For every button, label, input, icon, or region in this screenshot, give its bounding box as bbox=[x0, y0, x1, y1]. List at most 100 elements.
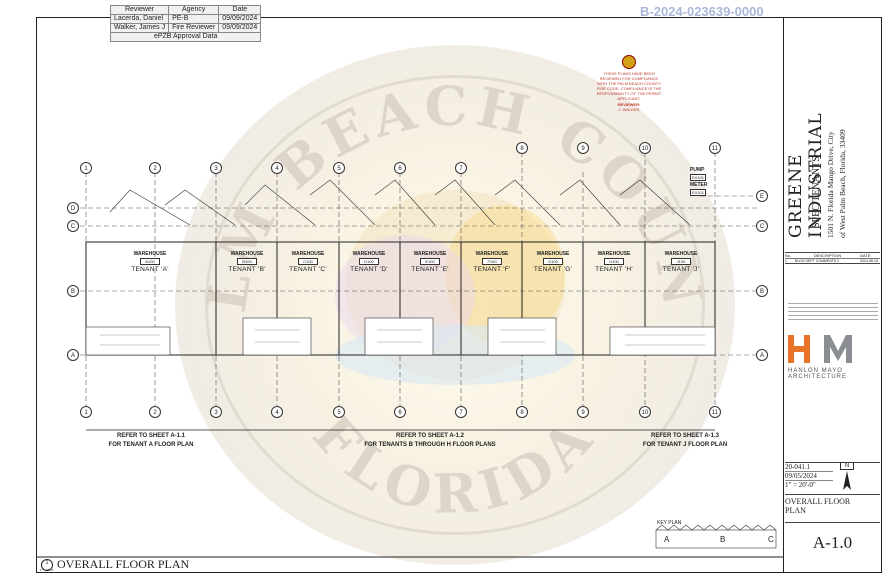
permit-number: B-2024-023639-0000 bbox=[640, 4, 764, 19]
tenant-a: WAREHOUSE A100 TENANT 'A' bbox=[125, 251, 175, 273]
tenant-j: WAREHOUSE J100 TENANT 'J' bbox=[656, 251, 706, 273]
project-address-line1: 1501 N. Florida Mango Drive, City bbox=[826, 131, 835, 238]
tenant-label: TENANT 'H' bbox=[595, 266, 633, 273]
grid-column-bubble: 10 bbox=[639, 142, 651, 154]
refer-line: FOR TENANT A FLOOR PLAN bbox=[108, 442, 194, 448]
drawing-number-bubble: 1 bbox=[41, 559, 53, 571]
hm-logo-icon bbox=[788, 335, 852, 363]
sheet-number: A-1.0 bbox=[812, 533, 853, 552]
grid-row-bubble: B bbox=[67, 285, 79, 297]
tenant-h: WAREHOUSE H100 TENANT 'H' bbox=[589, 251, 639, 273]
key-plan-b: B bbox=[720, 535, 726, 544]
stamp-reviewer-label: REVIEWER: bbox=[617, 102, 641, 107]
grid-column-bubble: 5 bbox=[333, 162, 345, 174]
tenant-label: TENANT 'J' bbox=[662, 266, 700, 273]
refer-line: REFER TO SHEET A-1.1 bbox=[116, 433, 185, 439]
grid-column-bubble: 4 bbox=[271, 162, 283, 174]
tenant-c: WAREHOUSE C100 TENANT 'C' bbox=[283, 251, 333, 273]
meter-label: METER bbox=[690, 182, 708, 188]
tenant-space-title: WAREHOUSE bbox=[413, 251, 447, 257]
refer-note-j: REFER TO SHEET A-1.3 FOR TENANT J FLOOR … bbox=[640, 433, 730, 448]
grid-column-bubble: 1 bbox=[80, 162, 92, 174]
project-subtitle: SPEC TENANTS bbox=[811, 156, 822, 228]
grid-row-bubble: A bbox=[756, 349, 768, 361]
refer-line: REFER TO SHEET A-1.3 bbox=[650, 433, 719, 439]
tenant-space-title: WAREHOUSE bbox=[133, 251, 167, 257]
tenant-room-tag: J100 bbox=[671, 258, 691, 265]
tenant-label: TENANT 'A' bbox=[131, 266, 169, 273]
sheet-title: OVERALL FLOOR PLAN bbox=[785, 497, 851, 515]
tenant-d: WAREHOUSE D100 TENANT 'D' bbox=[344, 251, 394, 273]
grid-row-bubble: A bbox=[67, 349, 79, 361]
tenant-room-tag: E100 bbox=[420, 258, 440, 265]
grid-column-bubble: 3 bbox=[210, 162, 222, 174]
tenant-label: TENANT 'B' bbox=[228, 266, 266, 273]
rev-cell: 2024-08-19 bbox=[860, 259, 878, 263]
tenant-space-title: WAREHOUSE bbox=[536, 251, 570, 257]
tenant-f: WAREHOUSE F100 TENANT 'F' bbox=[467, 251, 517, 273]
revision-table: No. DESCRIPTION DATE 1 BLDG DEPT COMMENT… bbox=[785, 252, 880, 264]
rev-cell: 1 bbox=[785, 259, 787, 263]
refer-line: FOR TENANT J FLOOR PLAN bbox=[642, 442, 728, 448]
grid-column-bubble: 10 bbox=[639, 406, 651, 418]
grid-column-bubble: 1 bbox=[80, 406, 92, 418]
revision-header: No. DESCRIPTION DATE bbox=[785, 253, 880, 259]
key-plan-c: C bbox=[768, 535, 774, 544]
pump-tag: EX101 bbox=[690, 174, 707, 181]
tenant-room-tag: H100 bbox=[604, 258, 624, 265]
tenant-e: WAREHOUSE E100 TENANT 'E' bbox=[405, 251, 455, 273]
tenant-room-tag: C100 bbox=[298, 258, 318, 265]
rev-col-description: DESCRIPTION bbox=[813, 253, 842, 258]
disclaimer-notes bbox=[788, 300, 878, 328]
revision-row: 1 BLDG DEPT COMMENTS 2 2024-08-19 bbox=[785, 259, 880, 263]
tenant-room-tag: B100 bbox=[237, 258, 257, 265]
rev-col-no: No. bbox=[785, 253, 792, 258]
tenant-space-title: WAREHOUSE bbox=[664, 251, 698, 257]
project-scale: 1" = 20'-0" bbox=[785, 481, 816, 489]
sheet-number-block: A-1.0 bbox=[785, 522, 880, 553]
stamp-reviewer: J. WALKER bbox=[618, 107, 640, 112]
grid-column-bubble: 2 bbox=[149, 406, 161, 418]
meter-tag: EX101 bbox=[690, 189, 707, 196]
grid-column-bubble: 11 bbox=[709, 406, 721, 418]
tenant-g: WAREHOUSE G100 TENANT 'G' bbox=[528, 251, 578, 273]
grid-row-bubble: D bbox=[67, 202, 79, 214]
grid-column-bubble: 8 bbox=[516, 406, 528, 418]
grid-row-bubble: E bbox=[756, 190, 768, 202]
tenant-room-tag: G100 bbox=[543, 258, 563, 265]
key-plan-a: A bbox=[664, 535, 670, 544]
review-footer: ePZB Approval Data bbox=[109, 32, 262, 42]
sheet-title-block: OVERALL FLOOR PLAN bbox=[785, 494, 880, 515]
refer-line: FOR TENANTS B THROUGH H FLOOR PLANS bbox=[364, 442, 496, 448]
seal-ring bbox=[205, 75, 705, 535]
title-block-column bbox=[783, 17, 882, 573]
drawing-title: OVERALL FLOOR PLAN bbox=[57, 557, 190, 571]
grid-column-bubble: 6 bbox=[394, 162, 406, 174]
project-info-block: 20-041.1 09/05/2024 1" = 20'-0" bbox=[785, 462, 880, 489]
grid-column-bubble: 7 bbox=[455, 406, 467, 418]
tenant-label: TENANT 'C' bbox=[289, 266, 327, 273]
rev-cell: BLDG DEPT COMMENTS 2 bbox=[795, 259, 840, 263]
grid-row-bubble: C bbox=[756, 220, 768, 232]
grid-column-bubble: 4 bbox=[271, 406, 283, 418]
project-number: 20-041.1 bbox=[785, 463, 833, 472]
grid-column-bubble: 7 bbox=[455, 162, 467, 174]
key-plan-label: KEY PLAN bbox=[657, 520, 682, 526]
drawing-scale: 1" = 20'-0" bbox=[40, 568, 54, 572]
tenant-space-title: WAREHOUSE bbox=[291, 251, 325, 257]
grid-column-bubble: 11 bbox=[709, 142, 721, 154]
tenant-label: TENANT 'D' bbox=[350, 266, 388, 273]
drawing-number: 1 bbox=[45, 560, 49, 566]
project-address-line2: of West Palm Beach, Florida, 33409 bbox=[838, 129, 847, 238]
north-arrow: N bbox=[840, 462, 854, 494]
pump-label: PUMP bbox=[690, 167, 705, 173]
project-date: 09/05/2024 bbox=[785, 472, 833, 481]
firm-logo bbox=[788, 333, 860, 365]
grid-row-bubble: C bbox=[67, 220, 79, 232]
grid-column-bubble: 2 bbox=[149, 162, 161, 174]
fire-review-stamp: THESE PLANS HAVE BEEN REVIEWED FOR COMPL… bbox=[595, 55, 663, 112]
badge-icon bbox=[622, 55, 636, 69]
rev-col-date: DATE bbox=[860, 253, 871, 258]
tenant-space-title: WAREHOUSE bbox=[597, 251, 631, 257]
